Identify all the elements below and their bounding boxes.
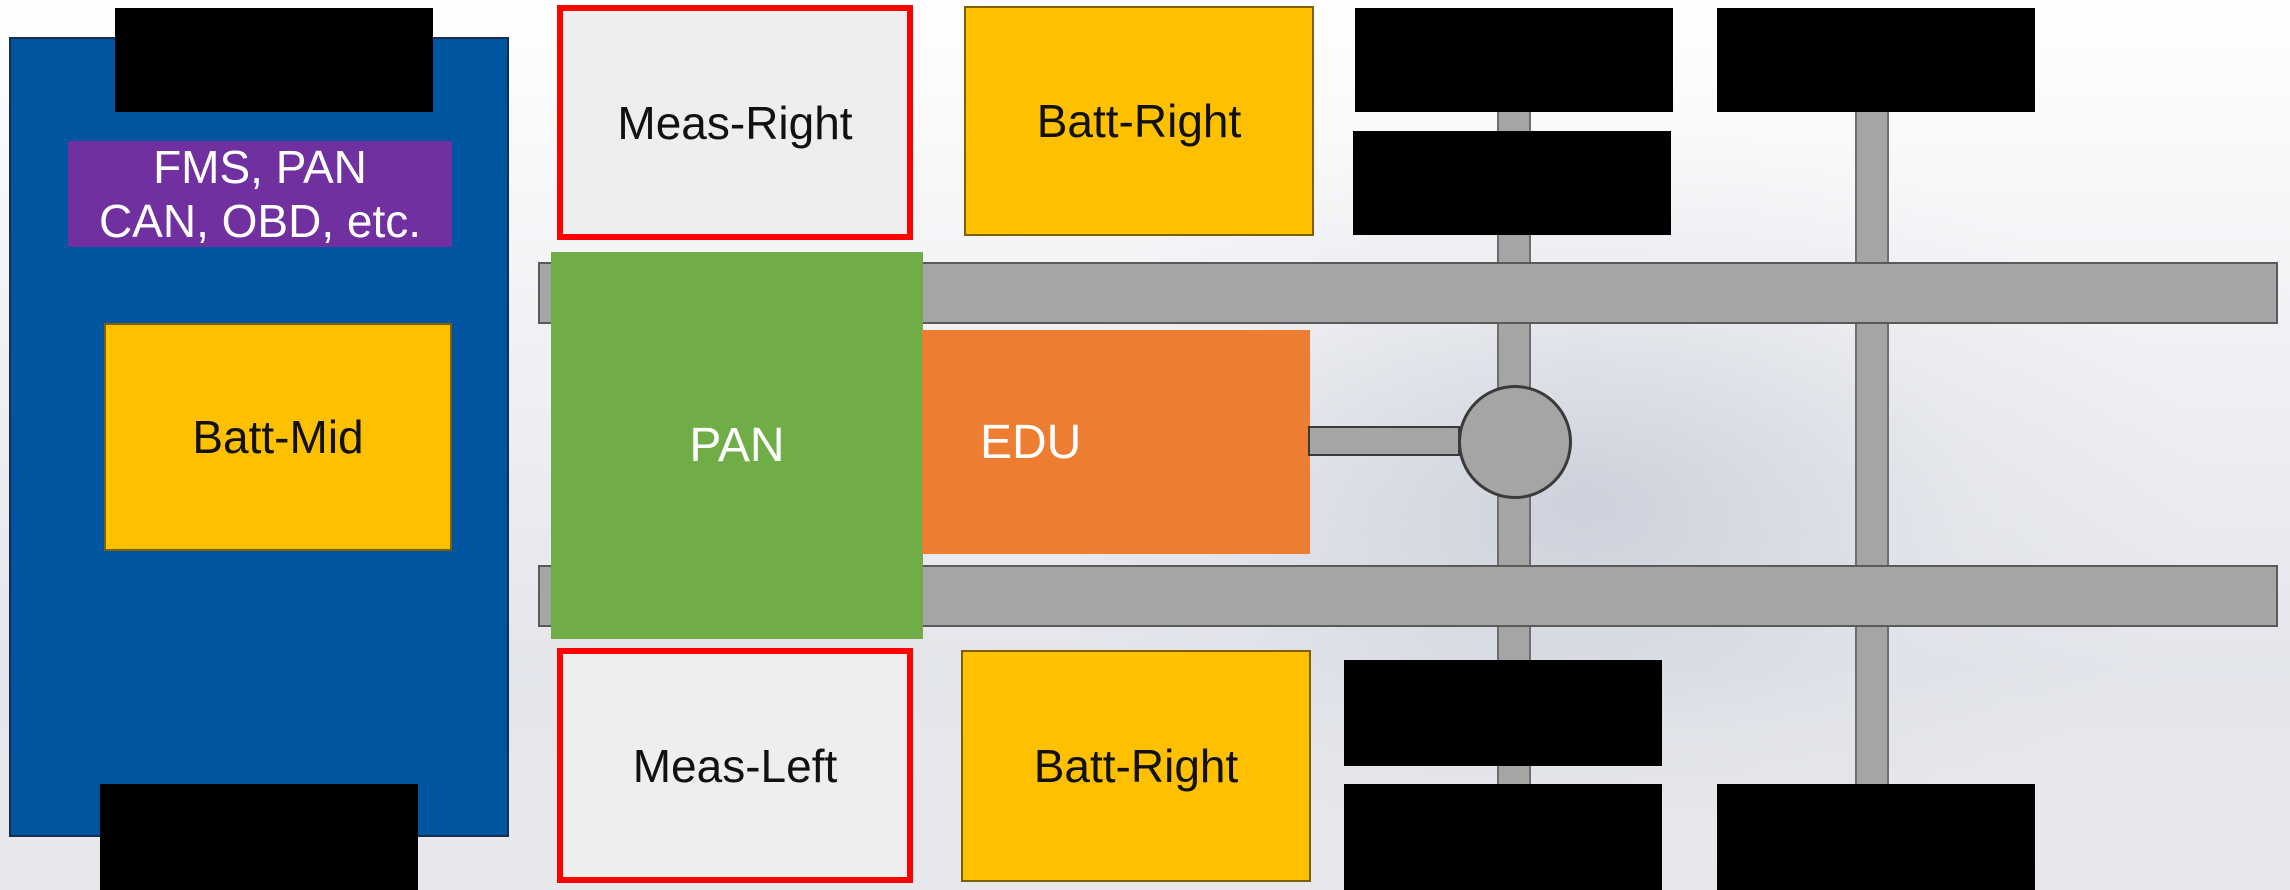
meas-right-label: Meas-Right: [617, 96, 853, 149]
meas-left-label: Meas-Left: [632, 739, 838, 792]
interfaces-line-2: CAN, OBD, etc.: [98, 195, 422, 247]
redacted-box-axle2-bottom: [1717, 784, 2035, 890]
pan-label: PAN: [689, 419, 785, 472]
redacted-box-cab-top: [115, 8, 433, 112]
batt-right-top-box: Batt-Right: [964, 6, 1314, 236]
interfaces-label-box: FMS, PAN CAN, OBD, etc.: [68, 141, 452, 247]
differential-circle: [1458, 385, 1572, 499]
redacted-box-axle2-top: [1717, 8, 2035, 112]
batt-mid-label: Batt-Mid: [192, 411, 364, 463]
batt-mid-box: Batt-Mid: [104, 323, 452, 551]
batt-right-top-label: Batt-Right: [1036, 95, 1242, 147]
batt-right-bottom-box: Batt-Right: [961, 650, 1311, 882]
meas-right-box: Meas-Right: [557, 5, 913, 240]
redacted-box-cab-bottom: [100, 784, 418, 890]
interfaces-line-1: FMS, PAN: [153, 141, 367, 193]
meas-left-box: Meas-Left: [557, 648, 913, 883]
redacted-box-axle1-bottom-inner: [1344, 660, 1662, 766]
edu-box: EDU: [922, 330, 1310, 554]
rear-axle-2: [1855, 112, 1889, 788]
batt-right-bottom-label: Batt-Right: [1033, 740, 1239, 792]
redacted-box-axle1-top-inner: [1353, 131, 1671, 235]
edu-label: EDU: [980, 415, 1082, 469]
redacted-box-axle1-top-outer: [1355, 8, 1673, 112]
drive-shaft: [1308, 426, 1460, 456]
pan-box: PAN: [551, 252, 923, 639]
redacted-box-axle1-bottom-outer: [1344, 784, 1662, 890]
